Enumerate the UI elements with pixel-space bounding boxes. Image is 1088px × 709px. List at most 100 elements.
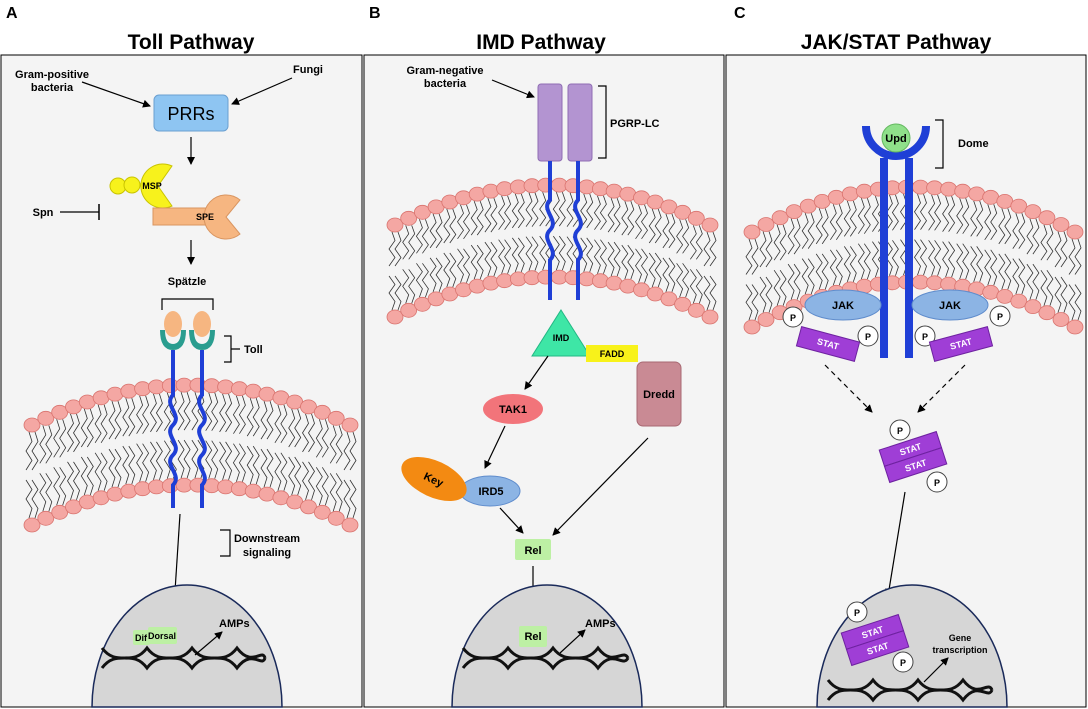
fungi-label: Fungi [293,64,323,76]
jakstat-dna [826,677,994,703]
ird5-label: IRD5 [478,486,503,498]
dome-label: Dome [958,138,989,150]
arrow-stat-to-nucleus [885,491,906,597]
stat-left: STAT [795,325,861,363]
toll-receptor [160,311,215,508]
dashed-arrow-left [824,364,873,413]
msp-protease: MSP [109,163,173,209]
phospho-1-label: P [790,313,796,323]
imd-label: IMD [553,333,570,343]
phospho-nuc-top-label: P [854,608,860,618]
phospho-2-label: P [865,332,871,342]
stat-dimer: STAT STAT [878,430,948,484]
toll-label: Toll [244,344,263,356]
jak-right [911,289,989,321]
imd-membrane [386,177,719,325]
spe-protease: SPE [152,194,241,240]
gram-negative-label-2: bacteria [424,78,467,90]
arrow-fungi-to-prrs [231,77,293,105]
panel-letter-c: C [734,5,746,22]
spatzle-label: Spätzle [168,276,207,288]
dome-bracket [935,119,944,169]
tak1-node [483,394,543,424]
tak1-label: TAK1 [499,404,527,416]
panel-letter-b: B [369,5,381,22]
transcription-label: transcription [932,645,987,655]
phospho-nuc-top [846,601,868,623]
panel-title-jakstat: JAK/STAT Pathway [801,31,992,54]
fadd-label: FADD [600,349,625,359]
arrow-gram-negative-to-pgrp [491,79,535,99]
phospho-2 [857,325,879,347]
dorsal-label: Dorsal [148,631,176,641]
phospho-dimer-bottom [926,471,948,493]
rel-nucleus-box [519,626,547,647]
toll-panel: Gram-positive bacteria Fungi PRRs MSP SP… [15,64,323,708]
arrow-imd-amps [559,629,586,654]
phospho-4 [989,305,1011,327]
dredd-box [636,361,682,427]
pgrp-bracket [598,85,607,159]
prrs-box [153,94,229,132]
toll-amps-label: AMPs [219,618,250,630]
phospho-dimer-bottom-label: P [934,478,940,488]
spe-label: SPE [196,212,214,222]
gram-negative-label: Gram-negative [406,65,483,77]
arrow-toll-amps [194,631,223,656]
rel-label: Rel [524,545,541,557]
upd-label: Upd [885,133,906,145]
phospho-dimer-top [889,419,911,441]
spn-label: Spn [33,207,54,219]
jak-left [804,289,882,321]
jak-right-label: JAK [939,300,961,312]
dorsal-box [148,627,177,644]
downstream-label: Downstream [234,533,300,545]
msp-label: MSP [142,181,162,191]
gram-positive-label-2: bacteria [31,82,74,94]
imd-dna [461,645,630,671]
downstream-bracket [220,529,231,557]
arrow-imd-to-tak1 [524,355,549,390]
downstream-label-2: signaling [243,547,291,559]
phospho-4-label: P [997,312,1003,322]
stat-dimer-nucleus: STAT STAT [840,613,910,667]
arrow-ird5-to-rel [499,507,524,534]
dredd-label: Dredd [643,389,675,401]
key-node [401,456,467,502]
imd-panel: Gram-negative bacteria PGRP-LC IMD FADD … [401,65,682,708]
dashed-arrow-right [917,364,966,413]
panel-title-toll: Toll Pathway [128,31,255,54]
toll-bracket [224,335,240,363]
stat-right: STAT [928,325,994,363]
gram-positive-label: Gram-positive [15,69,89,81]
arrow-tak1-to-ird5 [484,425,506,469]
panel-title-imd: IMD Pathway [476,31,606,54]
toll-dna [100,645,267,671]
panel-letter-a: A [6,5,18,22]
arrow-gram-positive-to-prrs [81,81,151,108]
upd-ligand [881,123,911,153]
dif-label: Dif [135,633,148,643]
rel-box [515,539,551,560]
arrow-dredd-to-rel [552,437,649,536]
phospho-nuc-bottom [892,651,914,673]
phospho-dimer-top-label: P [897,426,903,436]
jakstat-panel: Upd Dome JAK JAK P P P P STAT STAT P [782,119,1011,708]
pgrp-lc-label: PGRP-LC [610,118,660,130]
imd-adaptor [531,309,591,357]
phospho-3 [914,325,936,347]
jak-left-label: JAK [832,300,854,312]
dome-receptor [862,125,930,358]
fadd-box [586,345,638,362]
pgrp-lc-receptor [537,83,593,300]
spatzle-bracket [161,298,214,310]
prrs-label: PRRs [167,104,214,124]
phospho-nuc-bottom-label: P [900,658,906,668]
gene-label: Gene [949,633,972,643]
arrow-gene-transcription [923,657,949,683]
dif-box [133,630,150,645]
phospho-3-label: P [922,332,928,342]
phospho-1 [782,306,804,328]
imd-amps-label: AMPs [585,618,616,630]
